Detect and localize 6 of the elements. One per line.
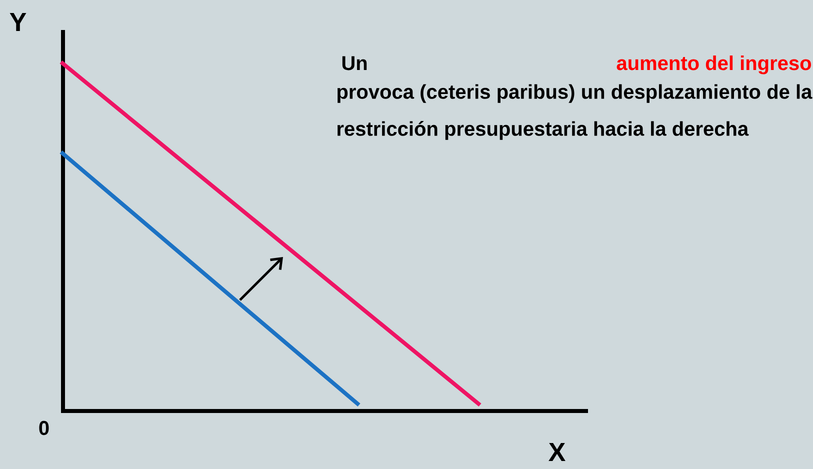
axis-label: Y <box>10 13 26 31</box>
highlighted-text: aumento del ingreso <box>616 56 812 74</box>
description-text: Un <box>342 56 367 70</box>
description-text: provoca (ceteris paribus) un desplazamiento de la restricción presupuestaria hacia la derecha <box>338 84 812 140</box>
axis-label: X <box>548 443 566 461</box>
axis-label: 0 <box>39 420 49 436</box>
